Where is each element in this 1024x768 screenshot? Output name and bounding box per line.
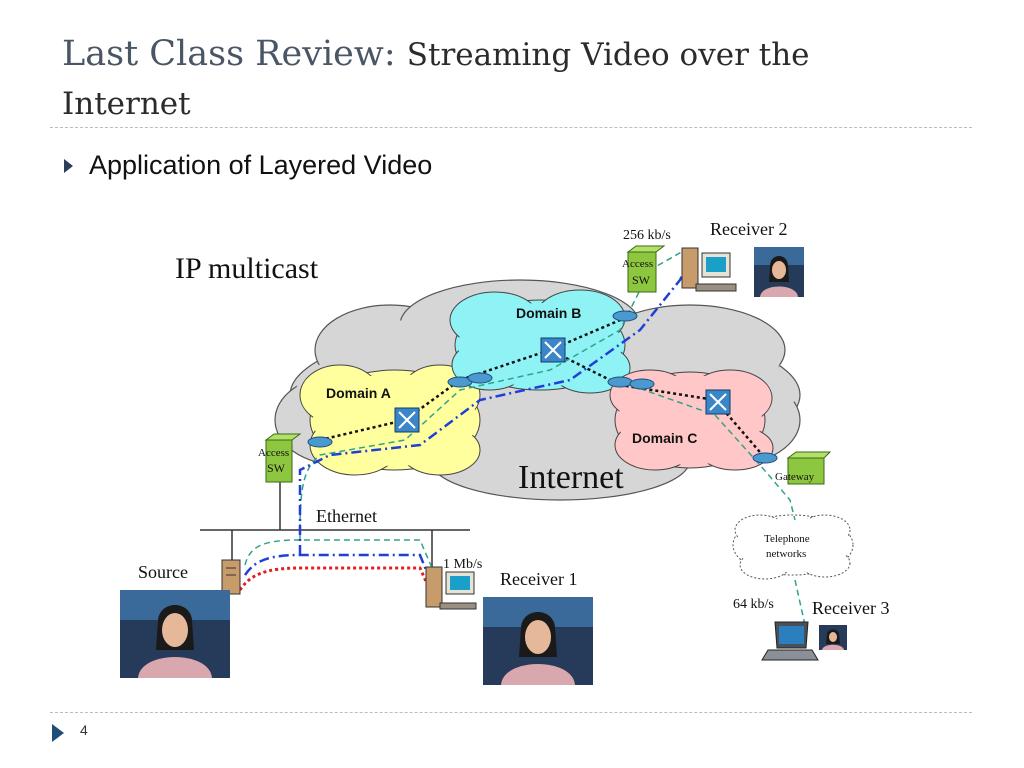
footer-arrow-icon (52, 724, 64, 742)
gateway-icon (786, 451, 832, 485)
source-label: Source (138, 562, 188, 582)
domain-b-label: Domain B (516, 305, 581, 321)
rate-64kbps-label: 64 kb/s (733, 597, 774, 612)
access-switch-top-icon (626, 245, 666, 293)
telephone-label-line1: Telephone (764, 533, 810, 545)
bullet-text: Application of Layered Video (89, 150, 433, 180)
footer-divider (50, 712, 972, 713)
receiver-1-video-thumbnail (483, 597, 593, 685)
slide-title: Last Class Review: Streaming Video over … (62, 30, 982, 128)
edge-routers (307, 310, 778, 464)
receiver-1-computer-icon (425, 566, 477, 610)
domain-b-fill (458, 303, 622, 387)
internet-label: Internet (518, 459, 624, 496)
ip-multicast-label: IP multicast (175, 252, 319, 285)
telephone-label-line2: networks (766, 548, 806, 560)
bullet-item: Application of Layered Video (64, 150, 432, 181)
rate-1mbps-label: 1 Mb/s (443, 557, 482, 572)
rate-256kbps-label: 256 kb/s (623, 228, 671, 243)
bullet-arrow-icon (64, 158, 73, 173)
ethernet-label: Ethernet (316, 506, 377, 526)
access-switch-left-icon (264, 433, 302, 483)
switch-cross-icons (398, 341, 727, 429)
access-sw-left-label-line2: SW (267, 461, 286, 475)
source-computer-icon (221, 559, 241, 595)
page-number: 4 (80, 722, 88, 738)
receiver-1-label: Receiver 1 (500, 569, 577, 589)
access-sw-top-label-line2: SW (632, 273, 651, 287)
title-divider (50, 127, 972, 128)
telephone-cloud-fill (736, 518, 850, 572)
access-sw-left-label-line1: Access (258, 447, 289, 459)
gateway-label: Gateway (775, 471, 815, 483)
source-video-thumbnail (120, 590, 230, 678)
domain-c-label: Domain C (632, 430, 697, 446)
receiver-2-label: Receiver 2 (710, 219, 787, 239)
title-main: Last Class Review: (62, 34, 407, 74)
title-subtitle: Streaming Video over the (406, 37, 810, 73)
title-line2: Internet (62, 86, 191, 122)
receiver-3-label: Receiver 3 (812, 598, 889, 618)
receiver-2-video-thumbnail (754, 247, 804, 297)
access-sw-top-label-line1: Access (622, 258, 653, 270)
receiver-3-video-thumbnail (819, 625, 847, 650)
network-links (238, 249, 806, 626)
domain-a-label: Domain A (326, 385, 391, 401)
receiver-3-laptop-icon (761, 621, 819, 661)
receiver-2-computer-icon (681, 247, 737, 292)
